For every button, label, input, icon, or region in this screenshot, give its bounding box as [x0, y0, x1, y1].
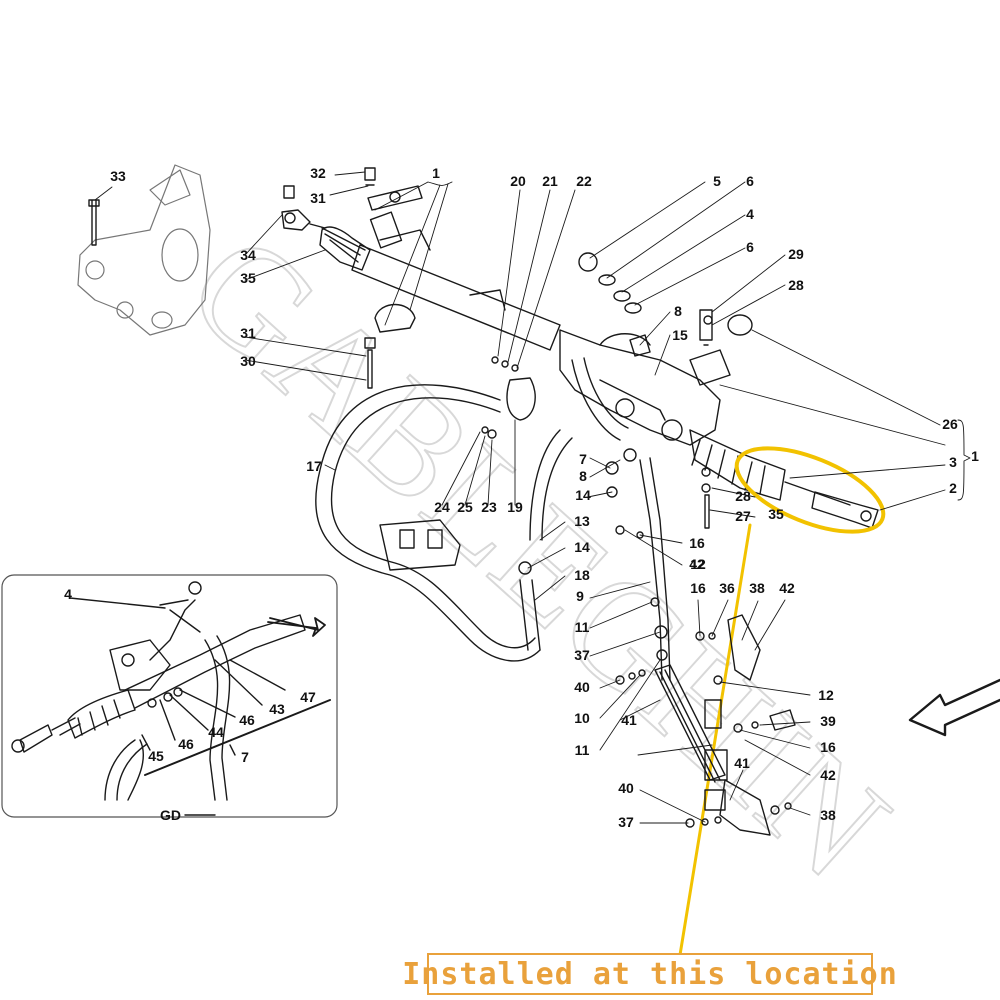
- part-number-41: 41: [621, 712, 637, 728]
- part-number-31: 31: [240, 325, 256, 341]
- part-number-11: 11: [575, 742, 590, 758]
- part-number-9: 9: [576, 588, 584, 604]
- part-number-21: 21: [542, 173, 558, 189]
- part-number-39: 39: [820, 713, 836, 729]
- part-number-25: 25: [457, 499, 473, 515]
- part-number-8: 8: [674, 303, 682, 319]
- fitting-29: [699, 309, 713, 346]
- part-number-38: 38: [820, 807, 836, 823]
- part-number-31: 31: [310, 190, 326, 206]
- part-number-4: 4: [746, 206, 754, 222]
- bolt-33: [88, 199, 100, 246]
- bolt-27: [704, 494, 710, 529]
- part-number-35: 35: [768, 506, 784, 522]
- bolt-32: [364, 167, 376, 186]
- part-number-8: 8: [579, 468, 587, 484]
- part-number-7: 7: [241, 749, 249, 765]
- part-number-3: 3: [949, 454, 957, 470]
- part-number-42: 42: [689, 556, 705, 572]
- part-number-15: 15: [672, 327, 688, 343]
- part-number-29: 29: [788, 246, 804, 262]
- part-number-43: 43: [269, 701, 285, 717]
- highlight-ellipse: [734, 446, 886, 534]
- fitting-5-6: [578, 252, 642, 314]
- part-number-19: 19: [507, 499, 523, 515]
- part-number-28: 28: [735, 488, 751, 504]
- part-number-37: 37: [618, 814, 634, 830]
- part-number-14: 14: [575, 487, 591, 503]
- part-number-13: 13: [574, 513, 590, 529]
- inset-panel: [1, 574, 338, 818]
- part-number-33: 33: [110, 168, 126, 184]
- cap-26: [727, 314, 753, 336]
- part-number-7: 7: [579, 451, 587, 467]
- part-number-20: 20: [510, 173, 526, 189]
- part-number-32: 32: [310, 165, 326, 181]
- part-number-35: 35: [240, 270, 256, 286]
- part-number-5: 5: [713, 173, 721, 189]
- part-number-24: 24: [434, 499, 450, 515]
- part-number-17: 17: [306, 458, 322, 474]
- part-number-16: 16: [689, 535, 705, 551]
- part-number-42: 42: [779, 580, 795, 596]
- clamp-19: [506, 377, 536, 421]
- steering-knuckle: [77, 164, 211, 336]
- part-number-28: 28: [788, 277, 804, 293]
- part-number-11: 11: [575, 619, 590, 635]
- caption-text: Installed at this location: [402, 956, 898, 992]
- part-number-46: 46: [178, 736, 194, 752]
- part-number-42: 42: [820, 767, 836, 783]
- part-number-12: 12: [690, 556, 706, 572]
- lower-bracket: [379, 519, 461, 571]
- part-number-18: 18: [574, 567, 590, 583]
- rack-tube: [351, 211, 561, 351]
- caption-box: Installed at this location: [402, 953, 897, 995]
- part-number-12: 12: [818, 687, 834, 703]
- part-number-41: 41: [734, 755, 750, 771]
- hose-13: [519, 429, 573, 651]
- part-number-1: 1: [432, 165, 440, 181]
- part-number-4: 4: [64, 586, 72, 602]
- part-number-27: 27: [735, 508, 751, 524]
- part-number-23: 23: [481, 499, 497, 515]
- part-number-44: 44: [208, 724, 224, 740]
- part-number-14: 14: [574, 539, 590, 555]
- highlight-pointer: [678, 523, 752, 957]
- bracket-39: [769, 709, 796, 731]
- left-tie-rod-and-boot: [281, 185, 371, 271]
- part-number-47: 47: [300, 689, 316, 705]
- cooler-10: [654, 664, 771, 836]
- part-number-6: 6: [746, 239, 754, 255]
- hose-7: [571, 357, 666, 441]
- part-number-45: 45: [148, 748, 164, 764]
- part-number-30: 30: [240, 353, 256, 369]
- part-number-2: 2: [949, 480, 957, 496]
- bracket-36-38: [727, 614, 761, 681]
- part-number-22: 22: [576, 173, 592, 189]
- part-number-38: 38: [749, 580, 765, 596]
- hose-17: [315, 384, 541, 662]
- pinion-valve-housing: [559, 329, 731, 446]
- part-number-26: 26: [942, 416, 958, 432]
- fasteners: [481, 315, 792, 828]
- part-number-46: 46: [239, 712, 255, 728]
- part-number-36: 36: [719, 580, 735, 596]
- part-number-16: 16: [690, 580, 706, 596]
- direction-arrow: [908, 678, 1000, 737]
- part-number-6: 6: [746, 173, 754, 189]
- part-number-16: 16: [820, 739, 836, 755]
- inset-label: GD: [160, 807, 181, 823]
- part-number-1: 1: [971, 448, 979, 464]
- part-number-10: 10: [574, 710, 590, 726]
- leader-lines: [94, 171, 971, 824]
- part-number-40: 40: [618, 780, 634, 796]
- watermark: GABLEGHIN: [158, 201, 919, 910]
- part-number-34: 34: [240, 247, 256, 263]
- bolt-30: [364, 337, 376, 389]
- part-number-40: 40: [574, 679, 590, 695]
- part-number-37: 37: [574, 647, 590, 663]
